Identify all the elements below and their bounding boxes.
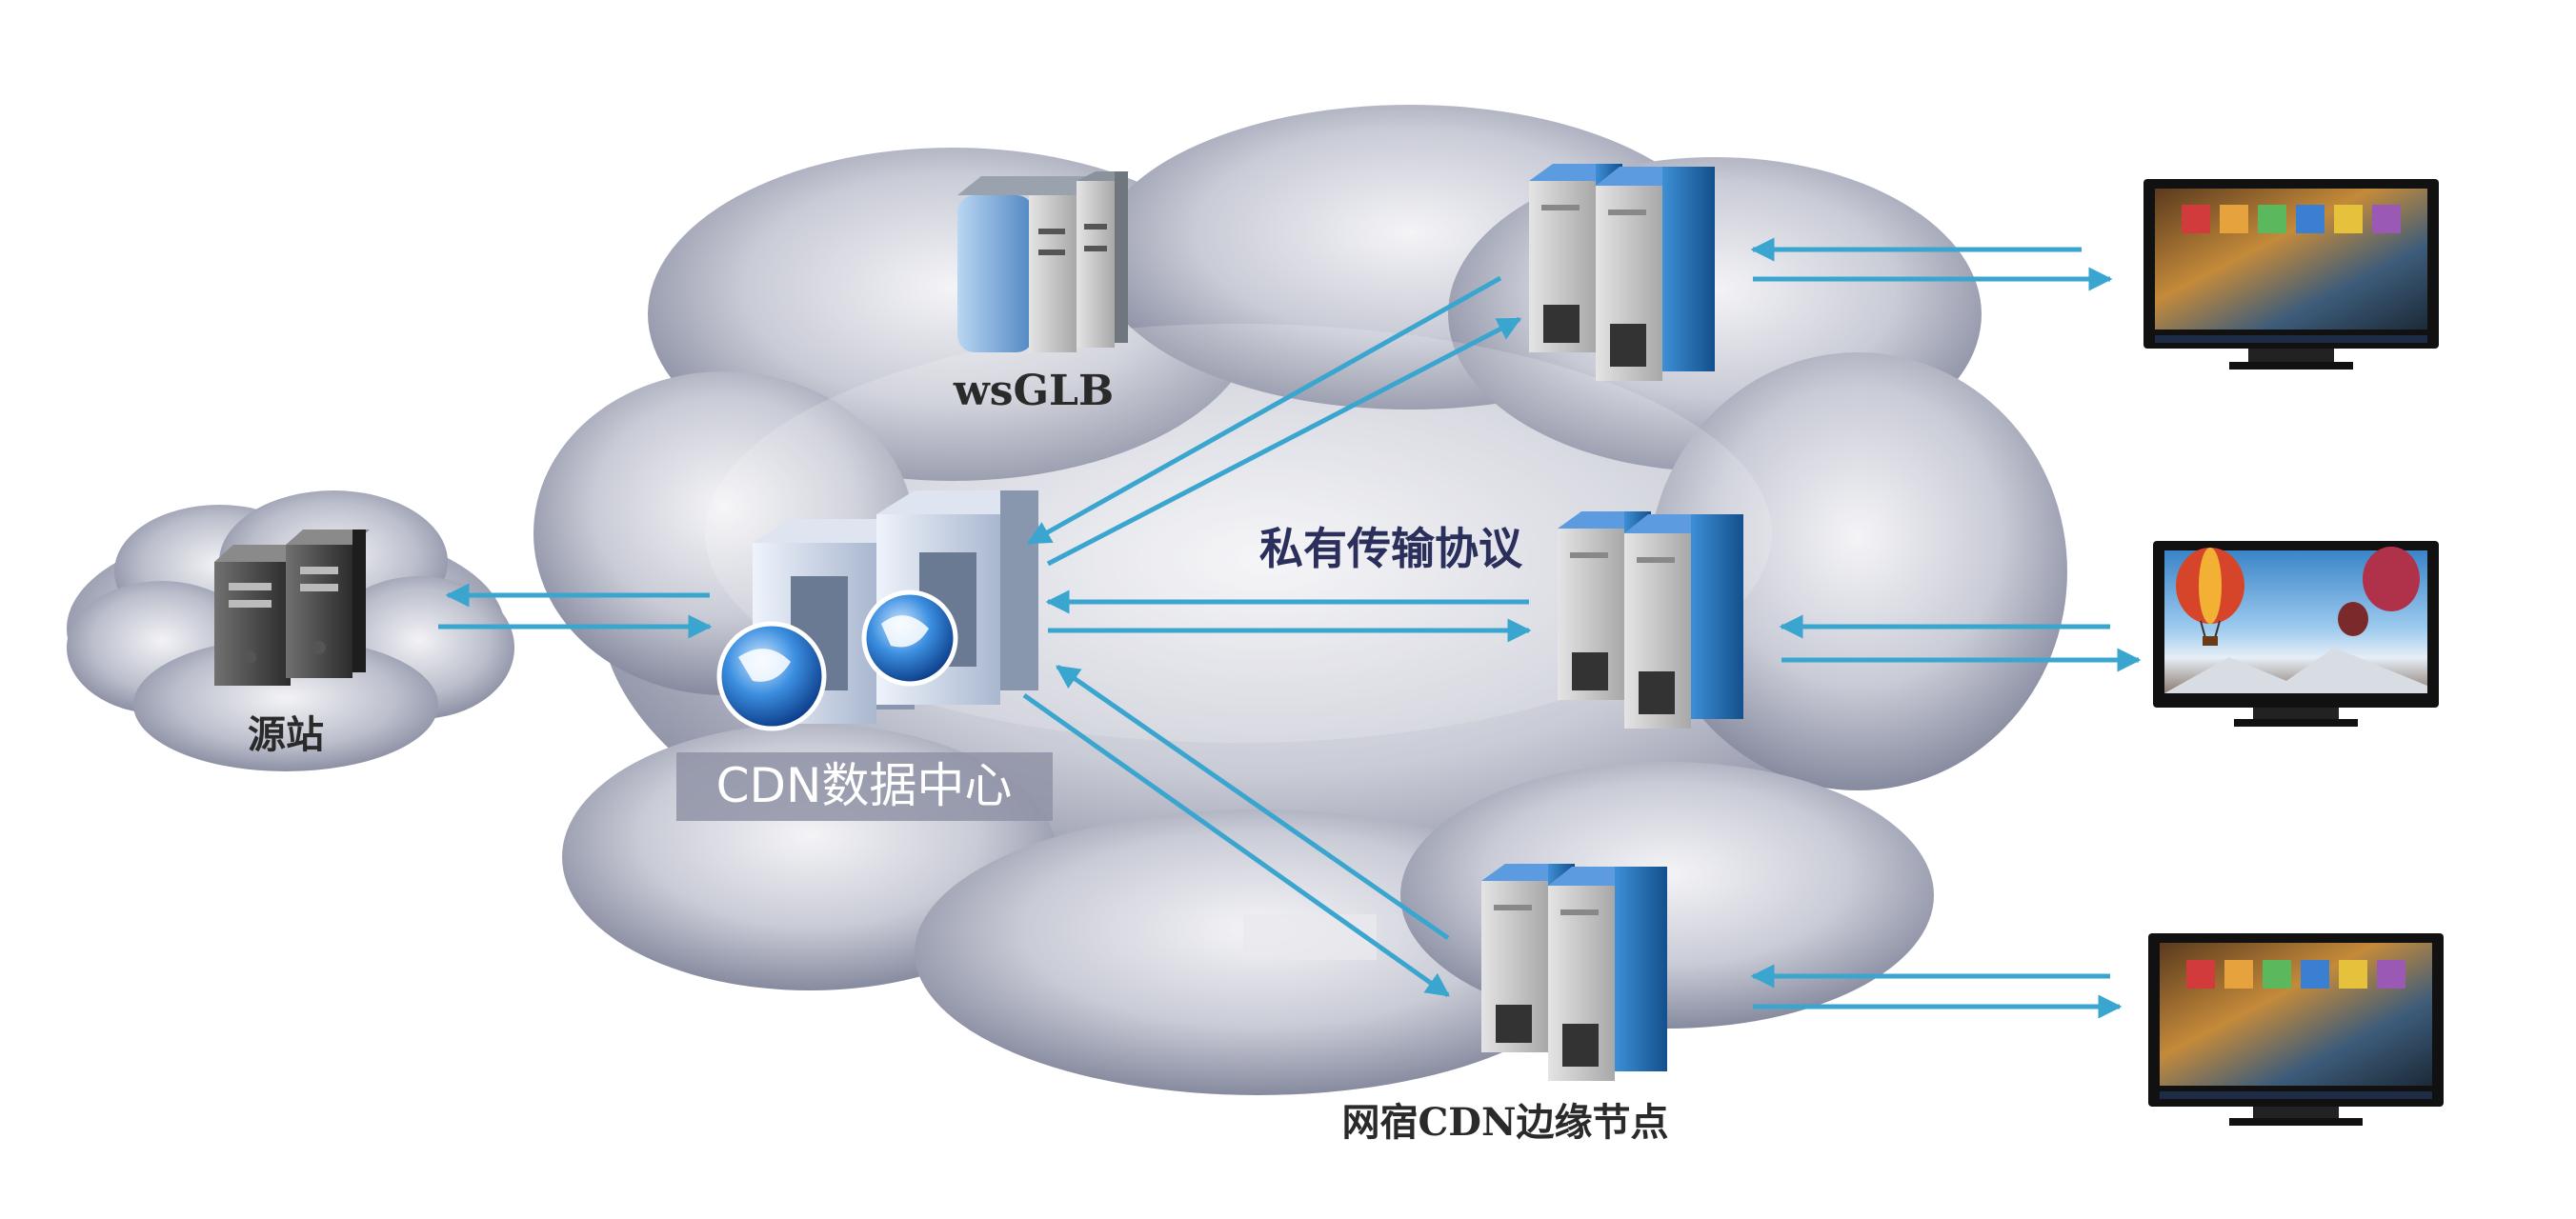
edge-nodes-label: 网宿CDN边缘节点 — [1341, 1100, 1668, 1145]
arrow-edge-top-to-cdn — [1026, 275, 1502, 546]
tv-middle — [2153, 541, 2439, 727]
glb-label: wsGLB — [953, 367, 1114, 415]
cdn-server-icon — [716, 490, 1038, 731]
protocol-label: 私有传输协议 — [1259, 523, 1523, 574]
connection-arrows — [438, 237, 2142, 1019]
edge-server-icon — [1558, 511, 1743, 729]
arrow-cdn-to-edge-bottom — [1022, 692, 1451, 998]
tv-top — [2143, 179, 2439, 370]
arrow-edge-bottom-to-cdn — [1055, 664, 1450, 941]
cdn-center-label: CDN数据中心 — [716, 758, 1013, 813]
cdn-label-box — [676, 752, 1053, 821]
arrow-cdn-to-edge-top — [1046, 316, 1522, 567]
cloud-highlight — [1243, 914, 1377, 960]
origin-label: 源站 — [248, 712, 324, 757]
television-icon — [2143, 179, 2439, 370]
edge-server-icon — [1481, 864, 1667, 1081]
edge-server-middle — [1558, 511, 1743, 729]
television-icon — [2148, 933, 2444, 1126]
origin-server-icon — [214, 530, 370, 686]
edge-server-bottom — [1481, 864, 1667, 1081]
edge-server-top — [1529, 164, 1715, 381]
television-icon — [2153, 541, 2439, 727]
glb-server-icon — [957, 171, 1129, 352]
edge-server-icon — [1529, 164, 1715, 381]
tv-bottom — [2148, 933, 2444, 1126]
